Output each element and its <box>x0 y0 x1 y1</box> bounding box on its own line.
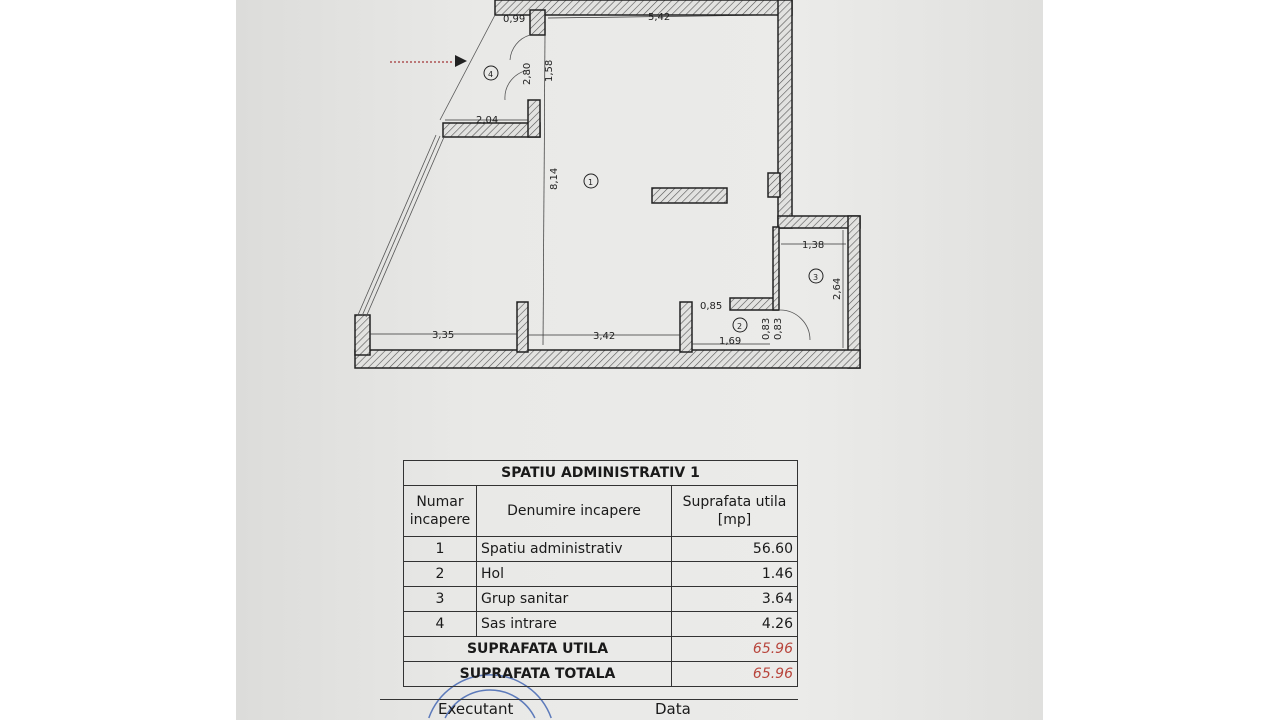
useful-area-label: SUPRAFATA UTILA <box>403 636 672 662</box>
executant-label: Executant <box>438 700 514 718</box>
signature-row: Executant Data <box>380 699 798 718</box>
room-num: 4 <box>403 611 477 637</box>
dim-label: 2,04 <box>476 115 498 126</box>
column <box>651 187 728 204</box>
room-name: Grup sanitar <box>476 586 672 612</box>
dim-label: 0,83 <box>773 318 784 340</box>
header-area: Suprafata utila [mp] <box>671 485 798 537</box>
wall-hall-stub <box>729 297 779 311</box>
room-num: 3 <box>403 586 477 612</box>
header-name: Denumire incapere <box>476 485 672 537</box>
room-name: Sas intrare <box>476 611 672 637</box>
dim-label: 1,38 <box>802 240 824 251</box>
room-name: Hol <box>476 561 672 587</box>
room-number: 3 <box>813 273 818 282</box>
wall-pilaster <box>767 172 781 198</box>
header-number: Numar incapere <box>403 485 477 537</box>
date-label: Data <box>655 700 691 718</box>
dim-label: 2,80 <box>522 63 533 85</box>
total-area-value: 65.96 <box>671 661 798 687</box>
dim-label: 2,64 <box>832 278 843 300</box>
dim-label: 0,83 <box>761 318 772 340</box>
room-num: 1 <box>403 536 477 562</box>
room-area: 56.60 <box>671 536 798 562</box>
room-name: Spatiu administrativ <box>476 536 672 562</box>
wall-bath-left <box>772 226 780 311</box>
room-markers <box>483 65 824 333</box>
window-lines <box>357 14 496 318</box>
dim-label: 1,58 <box>544 60 555 82</box>
entrance-arrow-icon <box>390 55 467 67</box>
table-title: SPATIU ADMINISTRATIV 1 <box>403 460 798 486</box>
useful-area-value: 65.96 <box>671 636 798 662</box>
wall-stub-1 <box>516 301 529 353</box>
dim-label: 3,42 <box>593 331 615 342</box>
wall-bottom <box>354 349 861 369</box>
wall-stub-2 <box>679 301 693 353</box>
room-area: 4.26 <box>671 611 798 637</box>
room-number: 1 <box>588 178 593 187</box>
room-number: 2 <box>737 322 742 331</box>
dim-label: 3,35 <box>432 330 454 341</box>
room-area: 1.46 <box>671 561 798 587</box>
room-number: 4 <box>488 70 493 79</box>
walls <box>354 0 861 369</box>
dim-label: 0,99 <box>503 14 525 25</box>
room-area: 3.64 <box>671 586 798 612</box>
dim-label: 8,14 <box>549 168 560 190</box>
wall-vestibule-side <box>527 99 541 138</box>
dim-label: 0,85 <box>700 301 722 312</box>
dimension-lines <box>370 14 846 348</box>
dim-label: 1,69 <box>719 336 741 347</box>
doors <box>504 34 811 341</box>
dimension-labels: 0,99 5,42 2,80 1,58 2,04 8,14 3,35 3,42 … <box>432 12 843 347</box>
room-num: 2 <box>403 561 477 587</box>
total-area-label: SUPRAFATA TOTALA <box>403 661 672 687</box>
wall-bottom-left <box>354 314 371 356</box>
dim-label: 5,42 <box>648 12 670 23</box>
rooms-table: SPATIU ADMINISTRATIV 1 Numar incapere De… <box>403 460 798 687</box>
wall-top-stub <box>529 9 546 36</box>
wall-bath-right <box>847 215 861 369</box>
